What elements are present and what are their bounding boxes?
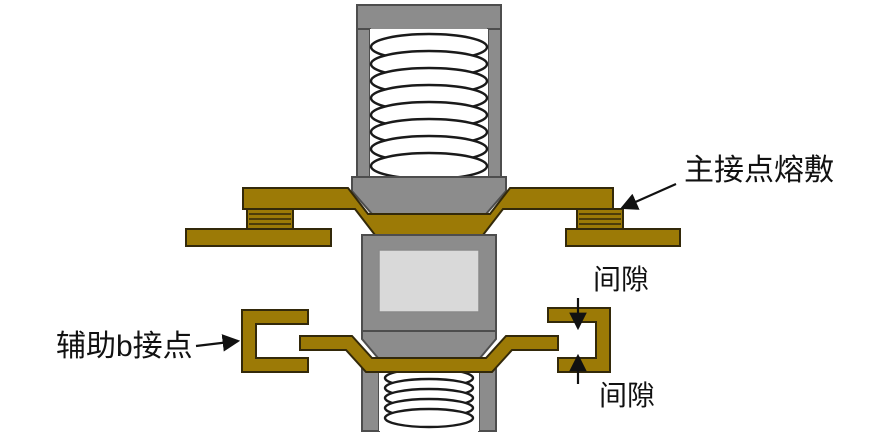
armature-window [378, 249, 480, 313]
stationary-contact-right [565, 228, 681, 247]
stationary-contact-left [185, 228, 332, 247]
main-contact-arrow [619, 182, 677, 210]
aux-contact-label: 辅助b接点 [56, 330, 193, 363]
aux-b-contact-bracket [241, 309, 309, 373]
main-spring [369, 32, 489, 181]
gap-top-label: 间隙 [593, 264, 649, 295]
aux-plunger [361, 330, 497, 359]
main-contact-label: 主接点熔敷 [684, 154, 834, 187]
aux-contact-leader [195, 334, 241, 352]
gap-bottom-label: 间隙 [599, 380, 655, 411]
top-cap [356, 4, 502, 32]
spring-housing-right-wall [487, 28, 502, 178]
contact-weld-lines-left [249, 213, 291, 225]
contact-weld-lines-right [579, 213, 621, 225]
aux-contact-bridge [299, 335, 559, 373]
aux-spring-coil [383, 407, 475, 429]
spring-housing-left-wall [356, 28, 371, 178]
plunger-head [351, 176, 507, 215]
main-spring-coil [369, 151, 489, 181]
